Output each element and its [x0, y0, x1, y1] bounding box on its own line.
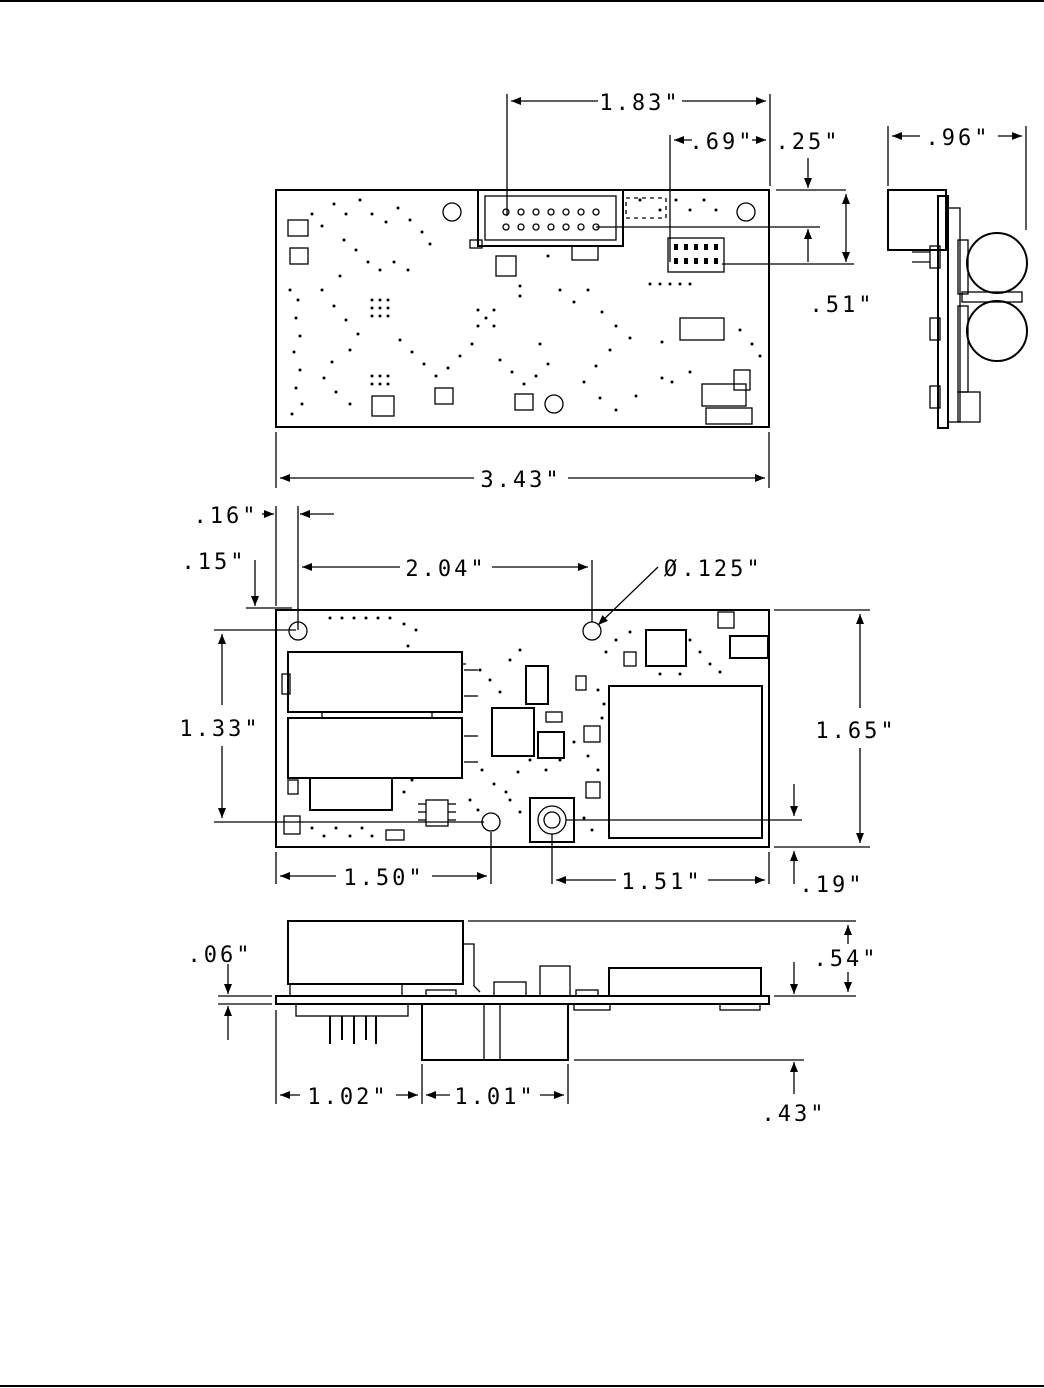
ribbon-header-pins [503, 209, 599, 230]
dim-jack-bottom-offset: .19" [800, 873, 865, 898]
dim-hole-to-left: 1.50" [343, 866, 424, 891]
dim-top-vertical: .51" [810, 293, 875, 318]
edge-view-connector [422, 1004, 568, 1060]
relay-1 [288, 652, 462, 712]
relay-2 [288, 718, 462, 778]
dim-side-thickness: .96" [926, 126, 991, 151]
diameter-symbol: Ø [664, 557, 680, 582]
jack-socket [538, 806, 566, 834]
edge-view-relay [288, 921, 463, 984]
dim-hole-offset-x: .16" [194, 504, 259, 529]
edge-view: .06" .54" 1.02" 1.01" .43" [188, 921, 879, 1127]
side-view-capacitor-1 [967, 233, 1027, 293]
top-view-board-outline [276, 190, 769, 427]
dim-top-overall-width: 3.43" [480, 468, 561, 493]
edge-view-module [609, 968, 761, 996]
front-view: .16" .15" 2.04" Ø .125" 1.33" 1.65" 1.50… [179, 504, 896, 898]
ribbon-header [478, 190, 623, 246]
top-view-hole-2 [737, 203, 755, 221]
dim-hole-diameter: .125" [681, 557, 762, 582]
top-view-via-field [289, 199, 762, 416]
front-view-via-field [311, 617, 722, 838]
dim-connector-width: 1.01" [454, 1085, 535, 1110]
top-view-hole-1 [443, 203, 461, 221]
module-shield [609, 686, 762, 838]
dim-height-above: .54" [814, 947, 879, 972]
dim-hole-vertical-spacing: 1.33" [179, 717, 260, 742]
dim-connector-offset: 1.02" [307, 1085, 388, 1110]
top-view: 1.83" .69" .25" .51" 3.43" [276, 91, 874, 493]
pin-header [668, 238, 724, 272]
dim-board-height: 1.65" [815, 719, 896, 744]
mount-hole-bottom [482, 813, 500, 831]
dim-top-edge-offset: .25" [776, 130, 841, 155]
side-view: .96" [888, 126, 1027, 428]
front-view-board-outline [276, 610, 769, 847]
dim-top-header-span: 1.83" [599, 91, 680, 116]
dim-pcb-thickness: .06" [188, 943, 253, 968]
dim-top-pin-offset: .69" [690, 130, 755, 155]
edge-view-pcb [276, 996, 769, 1004]
dim-jack-to-right: 1.51" [621, 870, 702, 895]
dim-hole-offset-y: .15" [182, 550, 247, 575]
side-view-capacitor-2 [967, 301, 1027, 361]
dim-depth-below: .43" [762, 1102, 827, 1127]
dim-hole-spacing: 2.04" [405, 557, 486, 582]
top-view-hole-3 [545, 395, 563, 413]
